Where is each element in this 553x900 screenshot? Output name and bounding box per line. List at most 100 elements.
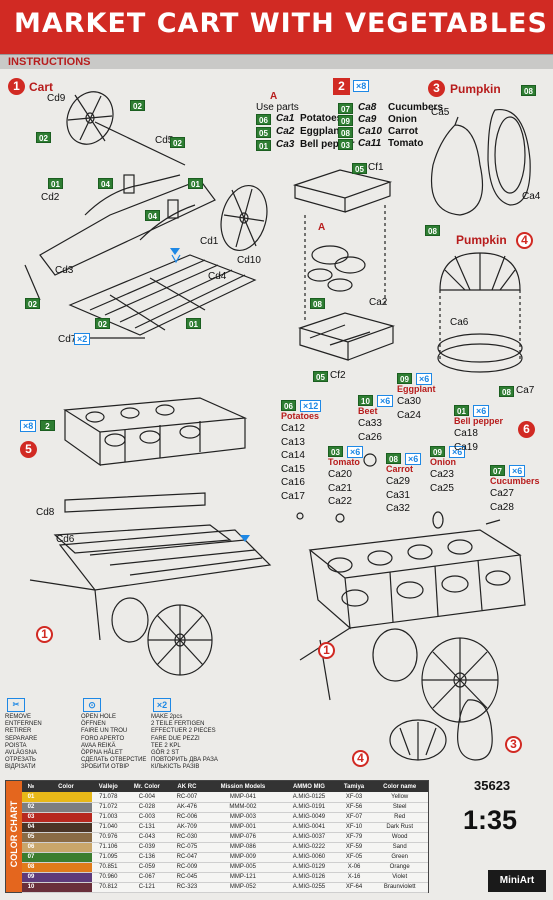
color-cell: AK-709 xyxy=(169,822,205,833)
use-parts-label: Use parts xyxy=(256,102,299,113)
color-cell: MMP-003 xyxy=(204,812,282,823)
color-cell: AK-476 xyxy=(169,802,205,813)
col-header: AK RC xyxy=(169,781,205,792)
color-cell: Yellow xyxy=(371,792,428,803)
part-label: Ca19 xyxy=(454,441,478,453)
qty-badge: ×6 xyxy=(473,405,490,417)
part-color-tag: 08 xyxy=(338,127,353,138)
color-cell: A.MIG-0125 xyxy=(281,792,337,803)
part-label: Ca28 xyxy=(490,501,514,513)
part-label: Ca6 xyxy=(450,317,469,328)
col-header: Vallejo xyxy=(92,781,125,792)
part-label: Ca2 xyxy=(369,297,388,308)
col-header: № xyxy=(22,781,40,792)
color-tag: 02 xyxy=(36,132,51,143)
part-label: Cd7 xyxy=(58,334,77,345)
part-label: Ca13 xyxy=(281,436,305,448)
part-code: Ca8 xyxy=(358,102,377,113)
color-chart-table: № Color Vallejo Mr. Color AK RC Mission … xyxy=(22,781,428,893)
color-cell: XF-07 xyxy=(336,812,372,823)
color-cell: MMP-005 xyxy=(204,862,282,873)
use-parts-right-list: 07 Ca8 Cucumbers 09 Ca9 Onion 08 Ca10 Ca… xyxy=(338,102,443,151)
use-parts-row: 08 Ca10 Carrot xyxy=(338,126,428,139)
group-name: Bell pepper xyxy=(454,416,504,426)
color-cell: Violet xyxy=(371,872,428,883)
part-label: Ca17 xyxy=(281,490,305,502)
color-tag: 01 xyxy=(186,318,201,329)
col-header: Color xyxy=(40,781,92,792)
color-cell: MMP-001 xyxy=(204,822,282,833)
instructions-bar: INSTRUCTIONS xyxy=(0,54,553,69)
color-chart-side: COLOR CHART xyxy=(6,781,22,892)
onion-group: 09 ×6 Onion Ca23 Ca25 xyxy=(430,446,470,494)
color-cell: A.MIG-0129 xyxy=(281,862,337,873)
color-cell: A.MIG-0049 xyxy=(281,812,337,823)
ref-step-3: 3 xyxy=(505,736,522,753)
part-color-tag: 07 xyxy=(338,103,353,114)
part-label: Ca24 xyxy=(397,409,421,421)
color-cell: Braunviolett xyxy=(371,882,428,893)
color-cell: A.MIG-0060 xyxy=(281,852,337,863)
catalog-number: 35623 xyxy=(474,778,511,793)
color-cell: MMP-009 xyxy=(204,852,282,863)
color-cell: 71.040 xyxy=(92,822,125,833)
part-label: Cd3 xyxy=(55,265,74,276)
group-name: Potatoes xyxy=(281,411,320,421)
use-parts-row: 07 Ca8 Cucumbers xyxy=(338,102,443,115)
color-tag: 04 xyxy=(98,178,113,189)
color-cell: XF-64 xyxy=(336,882,372,893)
color-tag: 01 xyxy=(48,178,63,189)
part-label: Cd4 xyxy=(208,271,227,282)
part-color-tag: 03 xyxy=(338,139,353,150)
part-label: Cf1 xyxy=(368,162,384,173)
color-cell: RC-047 xyxy=(169,852,205,863)
eggplant-group: 09 ×6 Eggplant Ca30 Ca24 xyxy=(397,373,437,421)
step-2-number: 2 xyxy=(333,78,350,95)
color-swatch xyxy=(40,812,92,823)
color-tag: 02 xyxy=(170,137,185,148)
step6-cart-drawing xyxy=(296,453,526,761)
color-number: 07 xyxy=(22,852,40,863)
beet-group: 10 ×6 Beet Ca33 Ca26 xyxy=(358,395,398,443)
step5-cart-drawing xyxy=(29,397,272,676)
color-swatch xyxy=(40,832,92,843)
step-4-number: 4 xyxy=(516,232,533,249)
color-cell: A.MIG-0037 xyxy=(281,832,337,843)
tomato-group: 03 ×6 Tomato Ca20 Ca21 Ca22 xyxy=(328,446,368,508)
color-swatch xyxy=(40,882,92,893)
color-tag: 02 xyxy=(95,318,110,329)
step-5-number: 5 xyxy=(20,441,37,458)
color-tag: 01 xyxy=(454,405,469,416)
ref-step-1: 1 xyxy=(318,642,335,659)
part-label: Ca16 xyxy=(281,477,305,489)
part-label: Ca31 xyxy=(386,489,410,501)
part-name: Potatoes xyxy=(300,113,343,124)
part-label: A xyxy=(318,222,326,233)
brand-logo: MiniArt xyxy=(488,870,546,892)
part-color-tag: 06 xyxy=(256,114,271,125)
color-tag: 01 xyxy=(188,178,203,189)
part-label: Cd8 xyxy=(36,507,55,518)
color-tag: 08 xyxy=(425,225,440,236)
color-cell: RC-006 xyxy=(169,812,205,823)
page-header: MARKET CART WITH VEGETABLES xyxy=(0,0,553,55)
step4-pumpkin-drawing xyxy=(437,252,523,373)
part-code: Ca10 xyxy=(358,126,382,137)
color-cell: A.MIG-0191 xyxy=(281,802,337,813)
color-cell: C-067 xyxy=(124,872,170,883)
color-cell: C-131 xyxy=(124,822,170,833)
color-tag: 04 xyxy=(145,210,160,221)
color-cell: Steel xyxy=(371,802,428,813)
col-header: Mission Models xyxy=(204,781,282,792)
color-tag: 10 xyxy=(358,395,373,406)
color-cell: C-028 xyxy=(124,802,170,813)
color-tag: 08 xyxy=(499,386,514,397)
step-3-title: Pumpkin xyxy=(450,82,501,96)
color-swatch xyxy=(40,842,92,853)
color-cell: Red xyxy=(371,812,428,823)
